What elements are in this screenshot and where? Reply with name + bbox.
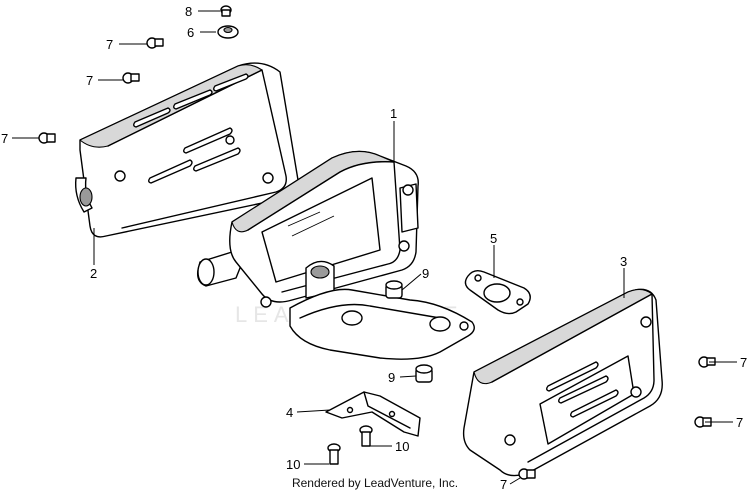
part-6-grommet <box>217 25 239 39</box>
callout-labels: 8 6 7 7 7 1 2 5 3 9 9 7 7 4 10 10 7 <box>1 4 747 492</box>
part-9-collar-a <box>385 280 403 299</box>
callout-7: 7 <box>740 355 747 370</box>
leader-lines <box>12 10 737 485</box>
callout-6: 6 <box>187 25 194 40</box>
footer-credit: Rendered by LeadVenture, Inc. <box>291 476 459 490</box>
part-2-upper-heat-shield <box>74 62 299 238</box>
part-7-bolt-b <box>122 72 140 84</box>
part-7-bolt-c <box>38 132 56 144</box>
callout-7: 7 <box>500 477 507 492</box>
part-9-collar-b <box>415 364 433 383</box>
callout-8: 8 <box>185 4 192 19</box>
part-1-muffler <box>196 150 419 308</box>
callout-7: 7 <box>736 415 743 430</box>
part-7-bolt-a <box>146 37 164 49</box>
callout-3: 3 <box>620 254 627 269</box>
callout-9: 9 <box>388 370 395 385</box>
callout-2: 2 <box>90 266 97 281</box>
part-3-lower-heat-shield <box>462 288 663 477</box>
part-10-screw-a <box>327 443 341 465</box>
lower-exhaust-guard <box>289 288 475 360</box>
callout-5: 5 <box>490 231 497 246</box>
part-10-screw-b <box>359 425 373 447</box>
callout-4: 4 <box>286 405 293 420</box>
callout-1: 1 <box>390 106 397 121</box>
part-4-bracket <box>325 391 421 437</box>
part-8-screw <box>220 5 232 17</box>
part-7-bolt-f <box>518 468 536 480</box>
callout-10: 10 <box>286 457 300 472</box>
callout-7: 7 <box>1 131 8 146</box>
callout-7: 7 <box>106 37 113 52</box>
callout-9: 9 <box>422 266 429 281</box>
callout-7: 7 <box>86 73 93 88</box>
part-5-gasket <box>464 269 531 315</box>
callout-10: 10 <box>395 439 409 454</box>
